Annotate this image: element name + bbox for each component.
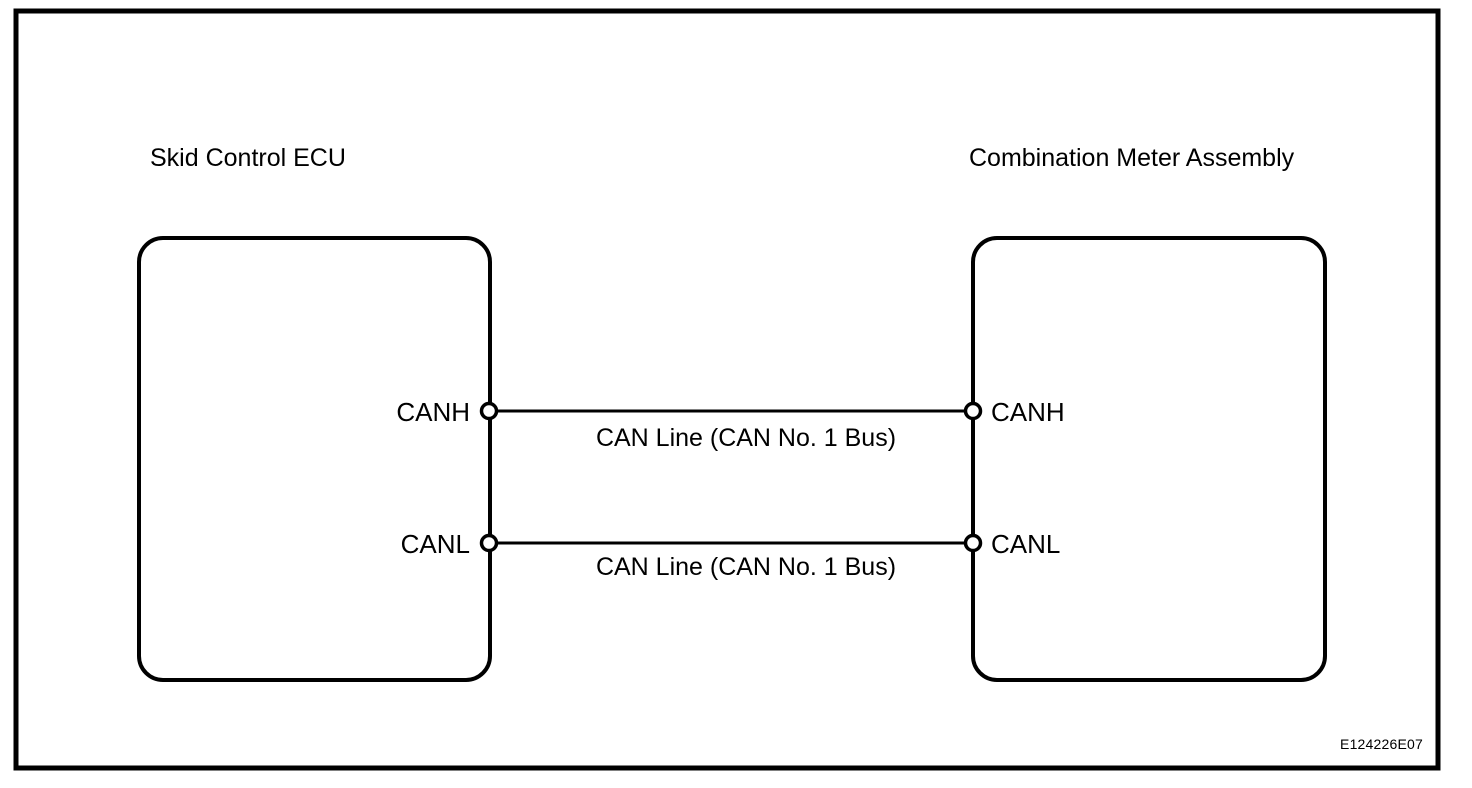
outer-frame <box>13 8 1441 771</box>
combination-meter-assembly-title: Combination Meter Assembly <box>969 144 1295 172</box>
skid-control-ecu-title: Skid Control ECU <box>150 144 346 172</box>
pin-label-left-canl: CANL <box>401 529 470 559</box>
terminal-right-canl[interactable] <box>963 533 983 553</box>
terminal-right-canh[interactable] <box>963 401 983 421</box>
pin-label-right-canh: CANH <box>991 397 1065 427</box>
canh-bus-label: CAN Line (CAN No. 1 Bus) <box>596 424 896 452</box>
skid-control-ecu-box[interactable] <box>137 236 492 682</box>
pin-label-left-canh: CANH <box>396 397 470 427</box>
pin-label-right-canl: CANL <box>991 529 1060 559</box>
terminal-left-canl[interactable] <box>479 533 499 553</box>
combination-meter-assembly-box[interactable] <box>971 236 1327 682</box>
terminal-left-canh[interactable] <box>479 401 499 421</box>
figure-reference-code: E124226E07 <box>1340 736 1423 752</box>
canl-bus-label: CAN Line (CAN No. 1 Bus) <box>596 553 896 581</box>
